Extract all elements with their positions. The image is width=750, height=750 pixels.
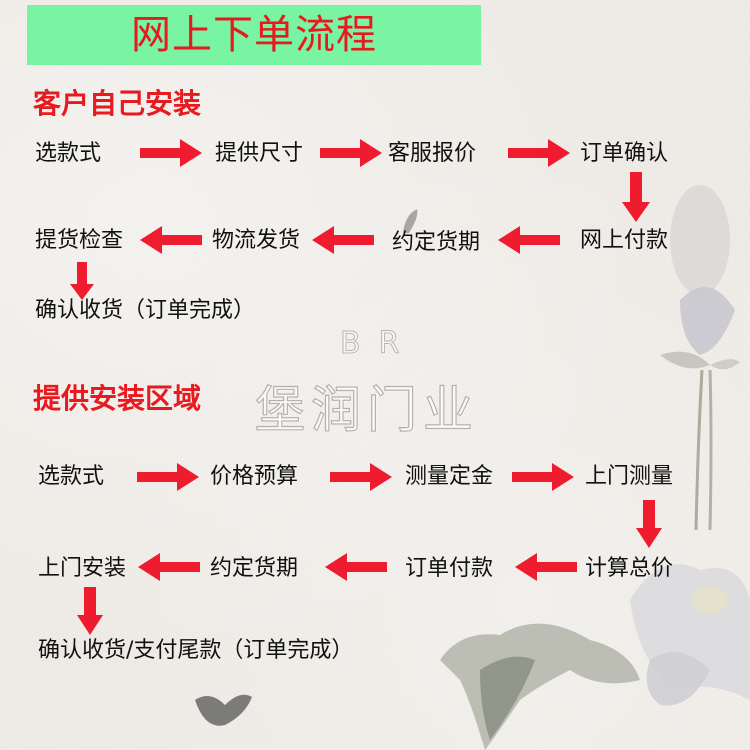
step-onsite-install: 上门安装 [38,556,127,581]
right-arrow-icon [320,139,382,167]
down-arrow-icon [622,172,650,222]
lotus-bud-decoration-icon [660,185,740,531]
step-order-confirm: 订单确认 [580,141,669,166]
right-arrow-icon [137,463,199,491]
right-arrow-icon [508,139,570,167]
step-measure-deposit: 测量定金 [405,464,494,489]
right-arrow-icon [330,463,392,491]
step-receipt-complete: 确认收货（订单完成） [35,298,256,323]
step-delivery-date: 约定货期 [210,556,299,581]
left-arrow-icon [325,553,387,581]
step-pickup-inspect: 提货检查 [35,228,124,253]
step-logistics-ship: 物流发货 [212,228,301,253]
watermark-latin: BR [339,326,418,362]
step-onsite-measure: 上门测量 [585,464,674,489]
ink-dot-decoration-icon [195,694,252,726]
left-arrow-icon [140,226,202,254]
page-title: 网上下单流程 [131,12,377,58]
step-provide-size: 提供尺寸 [215,141,304,166]
step-price-budget: 价格预算 [210,464,299,489]
section-title-install-area: 提供安装区域 [33,382,202,415]
title-banner: 网上下单流程 [27,5,481,65]
step-total-price: 计算总价 [585,556,674,581]
left-arrow-icon [138,553,200,581]
section-title-self-install: 客户自己安装 [33,87,202,120]
right-arrow-icon [512,463,574,491]
step-choose-style: 选款式 [38,464,105,489]
step-online-payment: 网上付款 [580,228,669,253]
down-arrow-icon [77,587,103,635]
step-service-quote: 客服报价 [388,141,477,166]
watermark-brand: 堡润门业 [254,380,479,439]
ink-stroke-decoration-icon [403,209,418,233]
right-arrow-icon [140,139,202,167]
lotus-leaf-decoration-icon [440,623,640,750]
step-order-payment: 订单付款 [405,556,494,581]
left-arrow-icon [312,226,374,254]
down-arrow-icon [636,500,662,548]
step-delivery-date: 约定货期 [392,230,481,255]
lotus-flower-decoration-icon [630,564,750,706]
left-arrow-icon [498,226,560,254]
step-choose-style: 选款式 [35,141,102,166]
down-arrow-icon [70,262,94,300]
left-arrow-icon [515,553,577,581]
step-receipt-final-payment-complete: 确认收货/支付尾款（订单完成） [38,638,354,663]
